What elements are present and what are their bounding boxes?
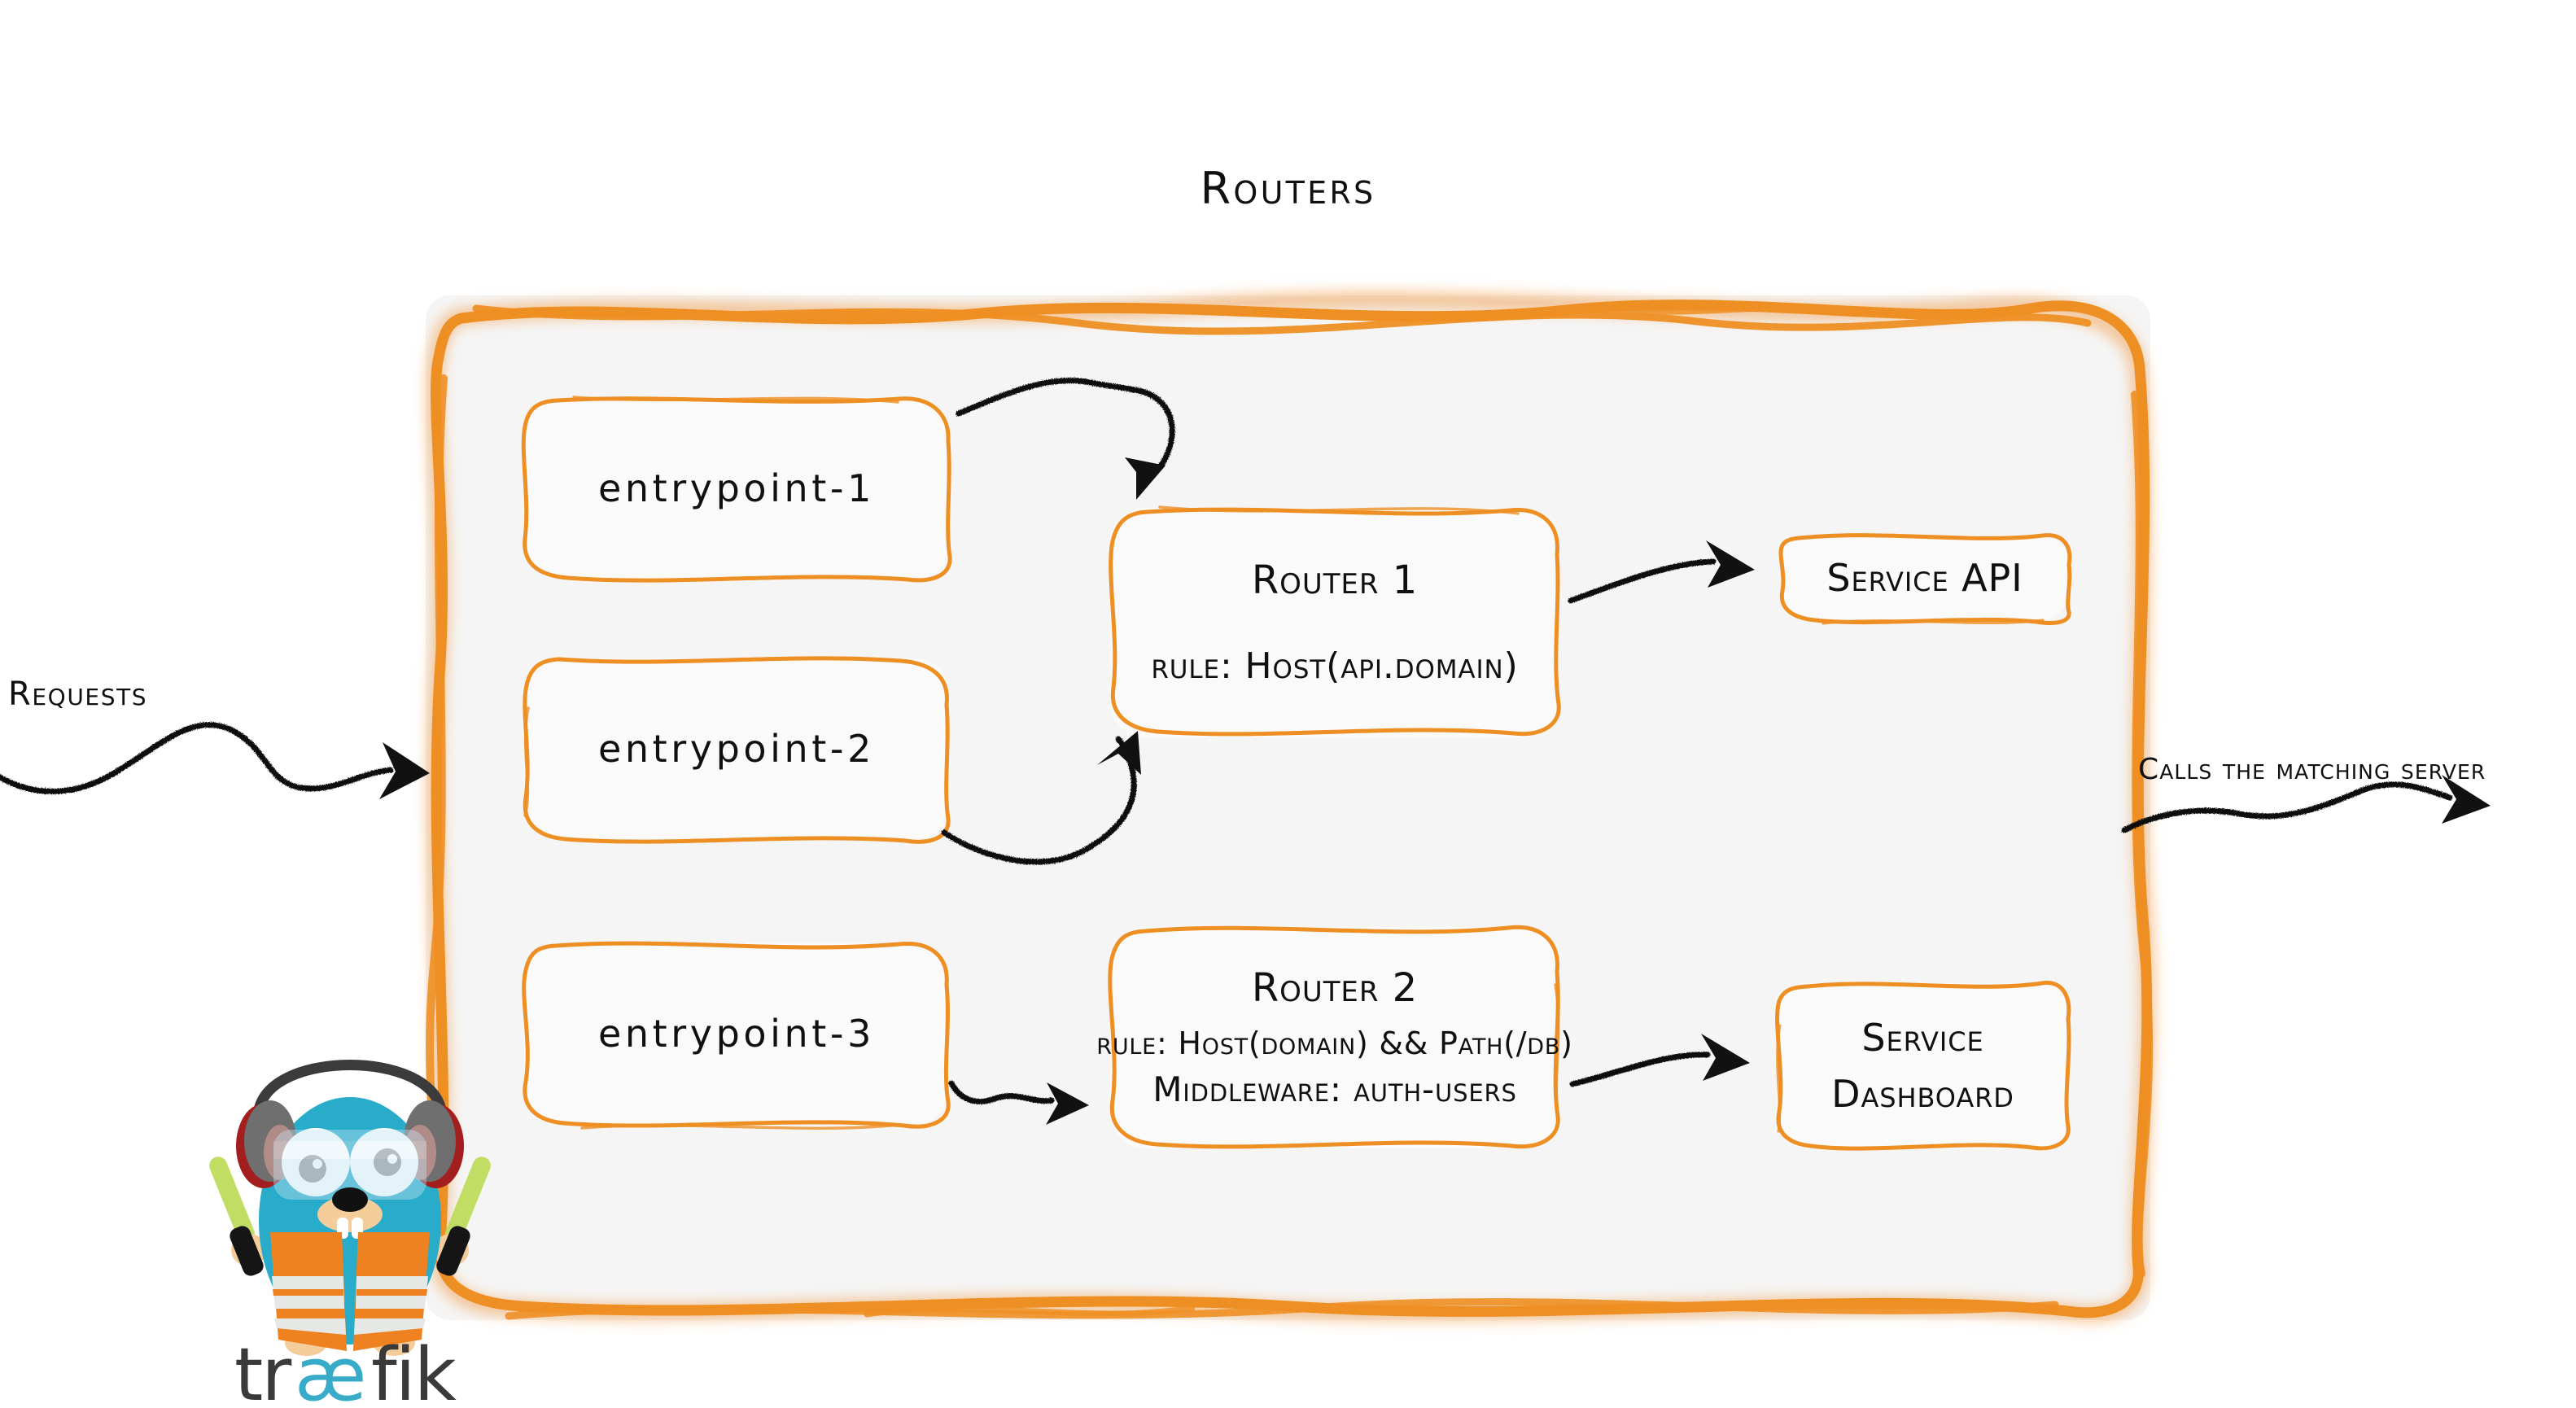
rounded-box-icon	[521, 396, 952, 583]
page-title: Routers	[1200, 163, 1376, 214]
glowsticks-icon	[209, 1157, 491, 1243]
calls-the-matching-server-label: Calls the matching server	[2138, 753, 2486, 786]
router-1-node[interactable]: Router 1 rule: Host(api.domain)	[1103, 501, 1567, 745]
rounded-box-icon	[1775, 981, 2071, 1151]
svg-text:fik: fik	[371, 1332, 457, 1408]
gopher-eyes	[282, 1128, 418, 1196]
entrypoint-3-node[interactable]: entrypoint-3	[517, 936, 956, 1131]
traefik-logo: tr æ fik	[209, 1032, 491, 1408]
rounded-box-icon	[523, 656, 951, 844]
rounded-box-icon	[522, 941, 951, 1130]
traefik-gopher-icon: tr æ fik	[209, 1060, 491, 1408]
safety-goggles-icon	[273, 1130, 426, 1200]
svg-text:æ: æ	[295, 1332, 365, 1408]
requests-label: Requests	[8, 676, 148, 713]
entrypoint-1-node[interactable]: entrypoint-1	[517, 391, 956, 586]
traefik-wordmark: tr æ fik	[234, 1332, 458, 1408]
service-api-node[interactable]: Service API	[1774, 529, 2075, 627]
requests-arrow-icon	[0, 722, 430, 799]
rounded-box-icon	[1778, 533, 2072, 625]
hivis-vest-icon	[270, 1232, 430, 1351]
router-2-node[interactable]: Router 2 rule: Host(domain) && Path(/db)…	[1096, 920, 1572, 1156]
svg-text:tr: tr	[234, 1332, 291, 1408]
gopher-nose	[332, 1187, 368, 1212]
service-dashboard-node[interactable]: Service Dashboard	[1770, 977, 2075, 1156]
routers-panel-border-icon	[426, 293, 2154, 1321]
rounded-box-icon	[1109, 505, 1561, 737]
entrypoint-2-node[interactable]: entrypoint-2	[517, 651, 956, 846]
rounded-box-icon	[1108, 925, 1560, 1149]
